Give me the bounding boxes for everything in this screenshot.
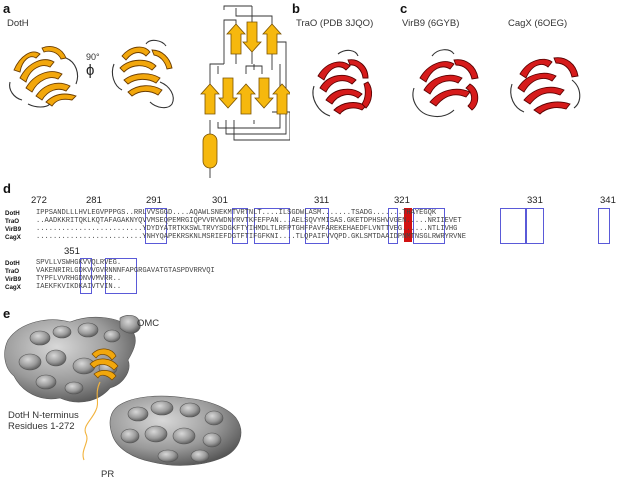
seq-doth-1: IPPSANDLLLHVLEGVPPPGS..RRLVVSGGD....AQAW… <box>36 209 437 217</box>
panel-d-letter: d <box>3 181 11 196</box>
doth-topology-diagram <box>200 5 290 178</box>
identical-residue-box <box>404 208 412 242</box>
ruler-351: 351 <box>64 246 80 257</box>
rotation-symbol: ϕ <box>86 62 95 79</box>
pr-label: PR <box>101 469 115 480</box>
seq-trao-2: VAKENRIRLGDKVVGVRNNNFAPGRGAVATGTASPDVRRV… <box>36 267 215 275</box>
conserved-box <box>145 208 167 244</box>
panel-a-letter: a <box>3 1 11 16</box>
seq-virb9-1: .........................YDYDYATRTKKSWLT… <box>36 225 458 233</box>
doth-nterm-label: DotH N-terminus <box>8 410 79 421</box>
ruler-272: 272 <box>31 195 47 206</box>
conserved-box <box>500 208 526 244</box>
doth-structure-rotated <box>111 39 174 109</box>
virb9-structure <box>412 49 479 118</box>
conserved-box <box>388 208 398 244</box>
seq-name-trao: TraO <box>5 268 20 275</box>
seq-trao-1: ..AADKKRITQKLKQTAFAGAKNYQVVMSEQPEMRGIQPV… <box>36 217 462 225</box>
seq-cagx-2: IAEKFKVIKDKAIVTVIN.. <box>36 283 122 291</box>
ruler-281: 281 <box>86 195 102 206</box>
seq-name-cagx: CagX <box>5 234 21 241</box>
cryoem-density-map <box>4 315 242 466</box>
cagx-label: CagX (6OEG) <box>508 18 568 29</box>
omc-label: OMC <box>137 318 160 329</box>
virb9-label: VirB9 (6GYB) <box>402 18 460 29</box>
doth-label: DotH <box>7 18 29 29</box>
seq-name-virb9: VirB9 <box>5 226 22 233</box>
panel-e-letter: e <box>3 306 11 321</box>
seq-name-trao: TraO <box>5 218 20 225</box>
ruler-331: 331 <box>527 195 543 206</box>
conserved-box <box>254 208 290 244</box>
seq-name-doth: DotH <box>5 260 20 267</box>
conserved-box <box>232 208 248 244</box>
ruler-291: 291 <box>146 195 162 206</box>
ruler-341: 341 <box>600 195 616 206</box>
seq-name-virb9: VirB9 <box>5 276 22 283</box>
residues-label: Residues 1-272 <box>8 421 75 432</box>
panel-c-letter: c <box>400 1 408 16</box>
ruler-301: 301 <box>212 195 228 206</box>
rotation-label: 90° <box>86 52 100 62</box>
conserved-box <box>413 208 445 244</box>
seq-name-doth: DotH <box>5 210 20 217</box>
trao-structure <box>312 49 373 117</box>
seq-cagx-1: .........................YNHYQAPEKRSKNLM… <box>36 233 466 241</box>
conserved-box <box>80 258 92 294</box>
ruler-311: 311 <box>314 195 330 206</box>
conserved-box <box>305 208 329 244</box>
seq-name-cagx: CagX <box>5 284 21 291</box>
cagx-structure <box>510 57 581 115</box>
doth-structure-front <box>9 46 79 108</box>
trao-label: TraO (PDB 3JQO) <box>296 18 374 29</box>
seq-virb9-2: TYPFLVVRHGDNVVMVRR.. <box>36 275 122 283</box>
ruler-321: 321 <box>394 195 410 206</box>
seq-doth-2: SPVLLVSWHGKVVQLRVEG. <box>36 259 122 267</box>
panel-b-letter: b <box>292 1 300 16</box>
conserved-box <box>526 208 544 244</box>
conserved-box <box>598 208 610 244</box>
conserved-box <box>105 258 137 294</box>
